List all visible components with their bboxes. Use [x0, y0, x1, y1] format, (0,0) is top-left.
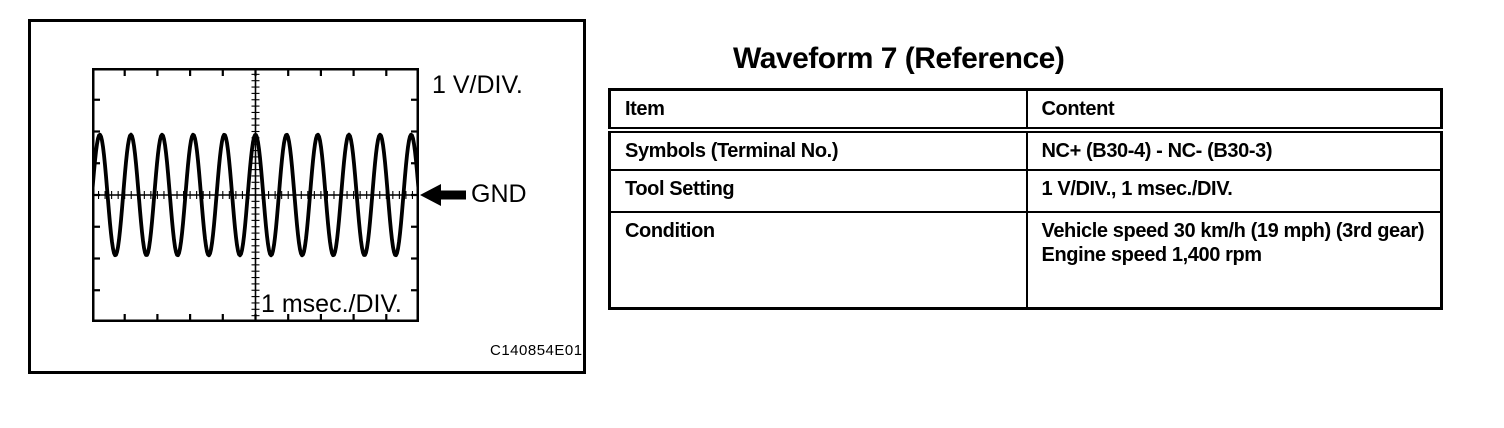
figure-code: C140854E01	[490, 342, 583, 359]
reference-table: Item Content Symbols (Terminal No.) NC+ …	[608, 88, 1443, 310]
column-header-item: Item	[608, 88, 1028, 133]
table-row-condition: Condition Vehicle speed 30 km/h (19 mph)…	[608, 211, 1443, 310]
reference-title: Waveform 7 (Reference)	[733, 42, 1065, 75]
content-cell: Vehicle speed 30 km/h (19 mph) (3rd gear…	[1025, 211, 1443, 310]
table-row-symbols: Symbols (Terminal No.) NC+ (B30-4) - NC-…	[608, 129, 1443, 171]
volts-per-div-label: 1 V/DIV.	[432, 71, 523, 99]
item-cell: Condition	[608, 211, 1028, 310]
gnd-label: GND	[471, 180, 527, 208]
oscilloscope-grid	[92, 68, 419, 322]
content-cell: 1 V/DIV., 1 msec./DIV.	[1025, 169, 1443, 213]
content-line: Vehicle speed 30 km/h (19 mph) (3rd gear…	[1041, 220, 1425, 242]
content-cell: NC+ (B30-4) - NC- (B30-3)	[1025, 129, 1443, 171]
waveform-figure-box: 1 V/DIV. GND 1 msec./DIV. C140854E01	[28, 19, 586, 374]
item-cell: Symbols (Terminal No.)	[608, 129, 1028, 171]
content-line: NC+ (B30-4) - NC- (B30-3)	[1041, 140, 1273, 162]
content-line: Engine speed 1,400 rpm	[1041, 244, 1263, 266]
item-cell: Tool Setting	[608, 169, 1028, 213]
content-line: 1 V/DIV., 1 msec./DIV.	[1041, 178, 1233, 200]
table-header-row: Item Content	[608, 88, 1443, 133]
column-header-content: Content	[1025, 88, 1443, 133]
time-per-div-label: 1 msec./DIV.	[261, 290, 402, 318]
gnd-arrow-icon	[420, 184, 466, 206]
table-row-tool-setting: Tool Setting 1 V/DIV., 1 msec./DIV.	[608, 169, 1443, 213]
